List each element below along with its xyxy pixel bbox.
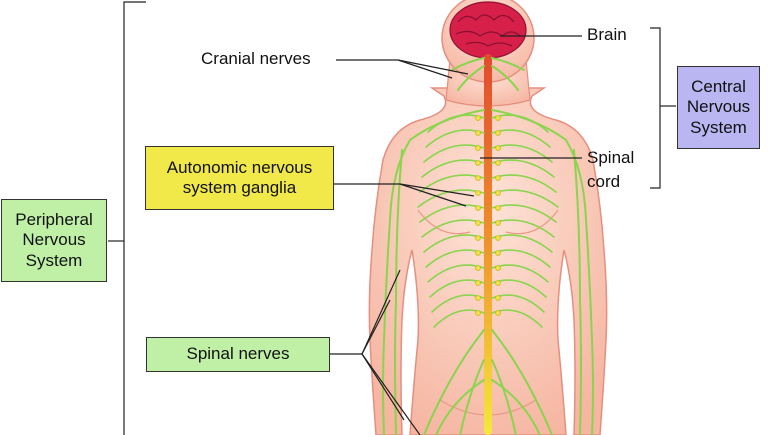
ganglion <box>496 116 501 121</box>
ganglion <box>496 146 501 151</box>
spinal-cord-label-line1: Spinal <box>587 148 634 168</box>
ganglion <box>476 146 481 151</box>
ganglion <box>496 251 501 256</box>
ganglion <box>496 296 501 301</box>
ganglion <box>476 176 481 181</box>
peripheral-box-line2: Nervous <box>22 230 85 250</box>
ganglion <box>476 131 481 136</box>
ganglion <box>496 191 501 196</box>
autonomic-box-line2: system ganglia <box>183 178 296 198</box>
ganglion <box>496 176 501 181</box>
ganglion <box>496 221 501 226</box>
spinal-nerves-box: Spinal nerves <box>146 337 330 372</box>
ganglion <box>496 161 501 166</box>
ganglion <box>476 116 481 121</box>
ganglion <box>476 206 481 211</box>
brain-illustration <box>450 2 526 58</box>
ganglion <box>476 281 481 286</box>
ganglion <box>476 236 481 241</box>
ganglion <box>476 161 481 166</box>
ganglion <box>496 266 501 271</box>
ganglion <box>496 311 501 316</box>
spinal-cord <box>484 54 492 435</box>
peripheral-box-line3: System <box>26 251 83 271</box>
autonomic-box-line1: Autonomic nervous <box>167 158 313 178</box>
ganglion <box>476 251 481 256</box>
ganglion <box>476 191 481 196</box>
ganglion <box>476 311 481 316</box>
brain-label: Brain <box>587 25 627 45</box>
ganglion <box>476 221 481 226</box>
ganglion <box>496 236 501 241</box>
ganglion <box>476 266 481 271</box>
autonomic-ganglia-box: Autonomic nervous system ganglia <box>145 146 334 210</box>
spinal-nerves-box-label: Spinal nerves <box>186 344 289 364</box>
ganglion <box>496 206 501 211</box>
central-box-line2: Nervous <box>687 97 750 117</box>
spinal-cord-label-line2: cord <box>587 172 620 192</box>
peripheral-box-line1: Peripheral <box>15 210 93 230</box>
ganglion <box>496 131 501 136</box>
ganglion <box>476 296 481 301</box>
central-nervous-system-box: Central Nervous System <box>677 66 760 149</box>
central-box-line3: System <box>690 118 747 138</box>
cranial-nerves-label: Cranial nerves <box>201 49 311 69</box>
central-box-line1: Central <box>691 77 746 97</box>
ganglion <box>496 281 501 286</box>
peripheral-nervous-system-box: Peripheral Nervous System <box>1 199 107 282</box>
